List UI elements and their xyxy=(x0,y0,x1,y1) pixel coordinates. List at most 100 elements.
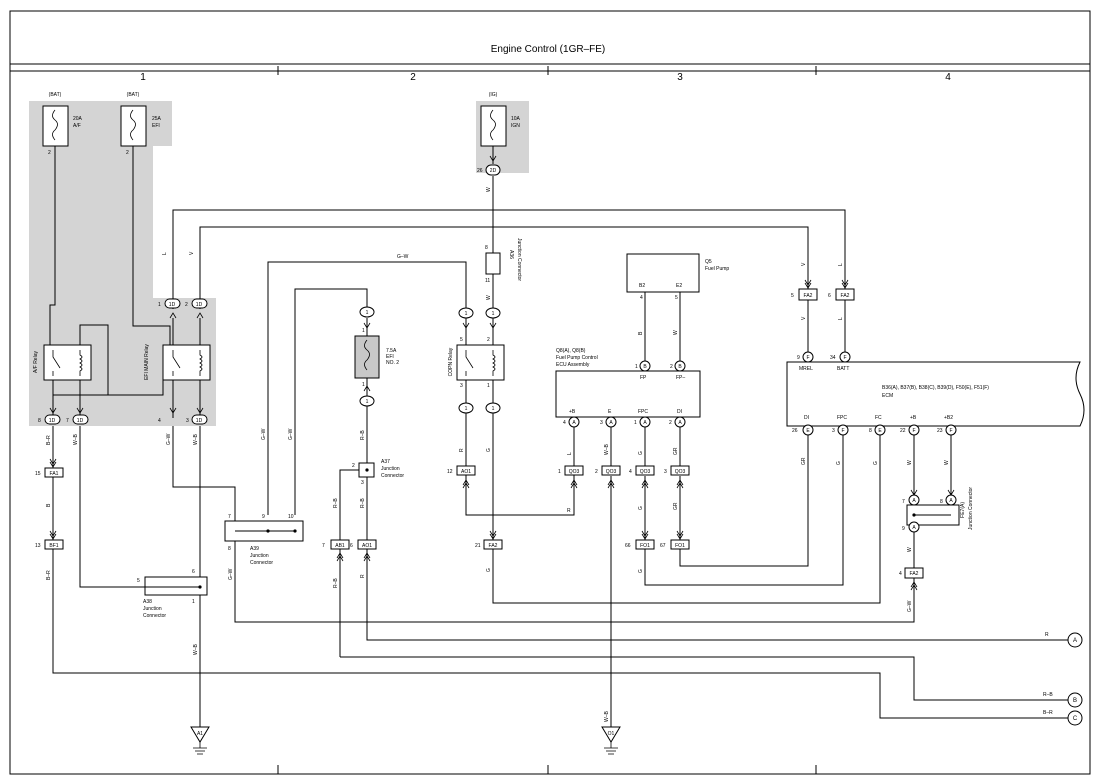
svg-text:1D: 1D xyxy=(196,418,203,424)
svg-text:F: F xyxy=(841,428,844,434)
svg-text:67: 67 xyxy=(660,543,666,549)
svg-text:A36: A36 xyxy=(508,250,514,259)
svg-text:FA1: FA1 xyxy=(50,471,59,477)
svg-text:R–B: R–B xyxy=(1043,692,1053,698)
svg-text:ECU Assembly: ECU Assembly xyxy=(556,362,590,368)
svg-text:1: 1 xyxy=(492,311,495,317)
svg-text:9: 9 xyxy=(902,526,905,532)
svg-text:6: 6 xyxy=(828,293,831,299)
svg-text:IGN: IGN xyxy=(511,123,520,129)
svg-text:A39: A39 xyxy=(250,546,259,552)
svg-text:1: 1 xyxy=(362,328,365,334)
svg-text:G–W: G–W xyxy=(228,568,234,580)
svg-text:Connector: Connector xyxy=(250,560,273,566)
svg-text:B–R: B–R xyxy=(46,435,52,445)
svg-text:QO3: QO3 xyxy=(640,469,651,475)
svg-text:22: 22 xyxy=(900,428,906,434)
svg-text:2: 2 xyxy=(487,337,490,343)
svg-text:1: 1 xyxy=(465,311,468,317)
diagram-frame xyxy=(9,10,1091,775)
svg-text:B: B xyxy=(678,364,682,370)
svg-text:FP: FP xyxy=(640,375,647,381)
svg-text:A: A xyxy=(678,420,682,426)
svg-text:2: 2 xyxy=(185,302,188,308)
svg-text:2D: 2D xyxy=(490,168,497,174)
svg-text:1: 1 xyxy=(158,302,161,308)
fuse-name: A/F xyxy=(73,123,81,129)
svg-text:FO1: FO1 xyxy=(640,543,650,549)
svg-text:FA2: FA2 xyxy=(804,293,813,299)
svg-text:F: F xyxy=(806,355,809,361)
fuse-rating: 20A xyxy=(73,116,83,122)
junction-a39: 7 9 10 8 A39 Junction Connector xyxy=(224,514,304,566)
svg-text:C: C xyxy=(1073,716,1078,722)
svg-text:R: R xyxy=(567,508,571,514)
svg-text:G: G xyxy=(638,569,644,573)
svg-text:B: B xyxy=(638,331,644,335)
svg-text:L: L xyxy=(838,317,844,320)
svg-text:F: F xyxy=(843,355,846,361)
svg-text:1: 1 xyxy=(192,599,195,605)
svg-text:Connector: Connector xyxy=(381,473,404,479)
svg-text:8: 8 xyxy=(485,245,488,251)
svg-text:3: 3 xyxy=(460,383,463,389)
column-ticks xyxy=(277,66,817,774)
svg-text:G–W: G–W xyxy=(907,600,913,612)
svg-text:BATT: BATT xyxy=(837,366,849,372)
svg-text:1: 1 xyxy=(634,420,637,426)
fuse-efi-no2: 7.5A EFI NO. 2 1 1 xyxy=(354,328,399,388)
svg-text:26: 26 xyxy=(477,168,483,174)
copn-relay: COPN Relay 5 2 3 1 xyxy=(448,337,505,389)
svg-text:ECM: ECM xyxy=(882,393,893,399)
svg-text:Junction: Junction xyxy=(381,466,400,472)
svg-text:L: L xyxy=(567,452,573,455)
svg-text:GR: GR xyxy=(673,502,679,510)
svg-text:+B2: +B2 xyxy=(944,415,953,421)
svg-text:26: 26 xyxy=(792,428,798,434)
svg-text:B2: B2 xyxy=(639,283,645,289)
svg-text:A: A xyxy=(609,420,613,426)
svg-text:R–B: R–B xyxy=(360,430,366,440)
wire-color-labels: L V G–W W W V L V L B W B–R W–B G–W W–B … xyxy=(46,187,950,722)
svg-text:GR: GR xyxy=(673,447,679,455)
svg-text:O1: O1 xyxy=(608,731,615,737)
svg-text:NO. 2: NO. 2 xyxy=(386,360,399,366)
svg-text:E: E xyxy=(608,409,612,415)
svg-text:B–R: B–R xyxy=(1043,710,1053,716)
junction-fe7: A A A 7 8 9 FE7(A) Junction Connector xyxy=(902,487,974,533)
svg-text:2: 2 xyxy=(669,420,672,426)
svg-text:G–W: G–W xyxy=(288,428,294,440)
svg-text:2: 2 xyxy=(670,364,673,370)
svg-text:DI: DI xyxy=(677,409,682,415)
svg-text:7: 7 xyxy=(902,499,905,505)
svg-text:QO3: QO3 xyxy=(675,469,686,475)
svg-text:5: 5 xyxy=(460,337,463,343)
svg-text:Fuel Pump Control: Fuel Pump Control xyxy=(556,355,598,361)
svg-text:AB1: AB1 xyxy=(335,543,345,549)
svg-text:AO1: AO1 xyxy=(362,543,372,549)
svg-text:5: 5 xyxy=(137,578,140,584)
svg-text:4: 4 xyxy=(563,420,566,426)
svg-text:W: W xyxy=(673,330,679,335)
fuel-pump: B2 E2 4 5 Q5 Fuel Pump xyxy=(626,253,729,301)
relay-block-shading xyxy=(29,101,529,426)
svg-text:V: V xyxy=(801,262,807,266)
svg-text:10A: 10A xyxy=(511,116,521,122)
svg-text:A: A xyxy=(912,525,916,531)
svg-text:G–W: G–W xyxy=(397,254,409,260)
svg-text:Junction Connector: Junction Connector xyxy=(968,487,974,530)
svg-text:E: E xyxy=(806,428,810,434)
svg-text:E2: E2 xyxy=(676,283,682,289)
junction-a36: 8 11 A36 Junction Connector xyxy=(485,238,522,284)
svg-text:34: 34 xyxy=(830,355,836,361)
fuse-af: (BAT) 20A A/F 2 xyxy=(42,92,83,156)
svg-text:G: G xyxy=(486,448,492,452)
svg-text:A37: A37 xyxy=(381,459,390,465)
svg-text:COPN Relay: COPN Relay xyxy=(448,347,454,376)
svg-text:B–R: B–R xyxy=(46,570,52,580)
svg-text:FP–: FP– xyxy=(676,375,685,381)
svg-text:1D: 1D xyxy=(49,418,56,424)
svg-text:FPC: FPC xyxy=(638,409,648,415)
svg-text:4: 4 xyxy=(640,295,643,301)
